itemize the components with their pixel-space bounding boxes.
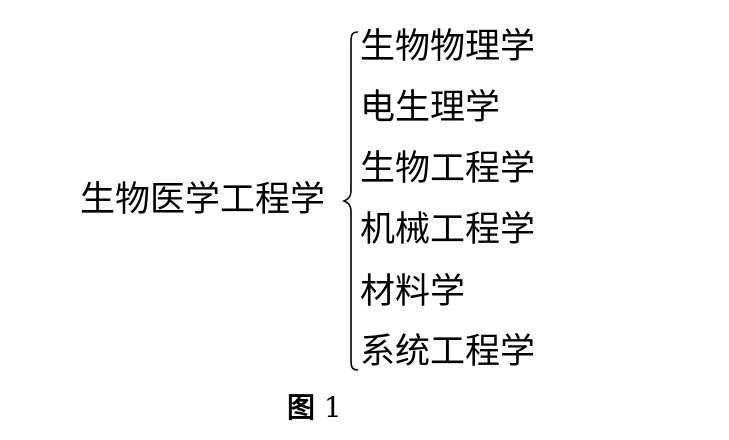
branch-item-materials-science: 材料学 [360, 272, 466, 312]
figure-caption-label: 图 [287, 391, 316, 424]
branch-item-biophysics: 生物物理学 [360, 27, 536, 67]
branch-item-bioengineering: 生物工程学 [360, 149, 536, 189]
curly-brace-connector [341, 31, 359, 371]
figure-caption: 图 1 [287, 390, 342, 426]
figure-caption-number: 1 [323, 391, 342, 424]
root-discipline-label: 生物医学工程学 [80, 180, 326, 220]
branch-item-mechanical-engineering: 机械工程学 [360, 210, 536, 250]
branch-item-systems-engineering: 系统工程学 [360, 332, 536, 372]
branch-item-electrophysiology: 电生理学 [360, 88, 501, 128]
